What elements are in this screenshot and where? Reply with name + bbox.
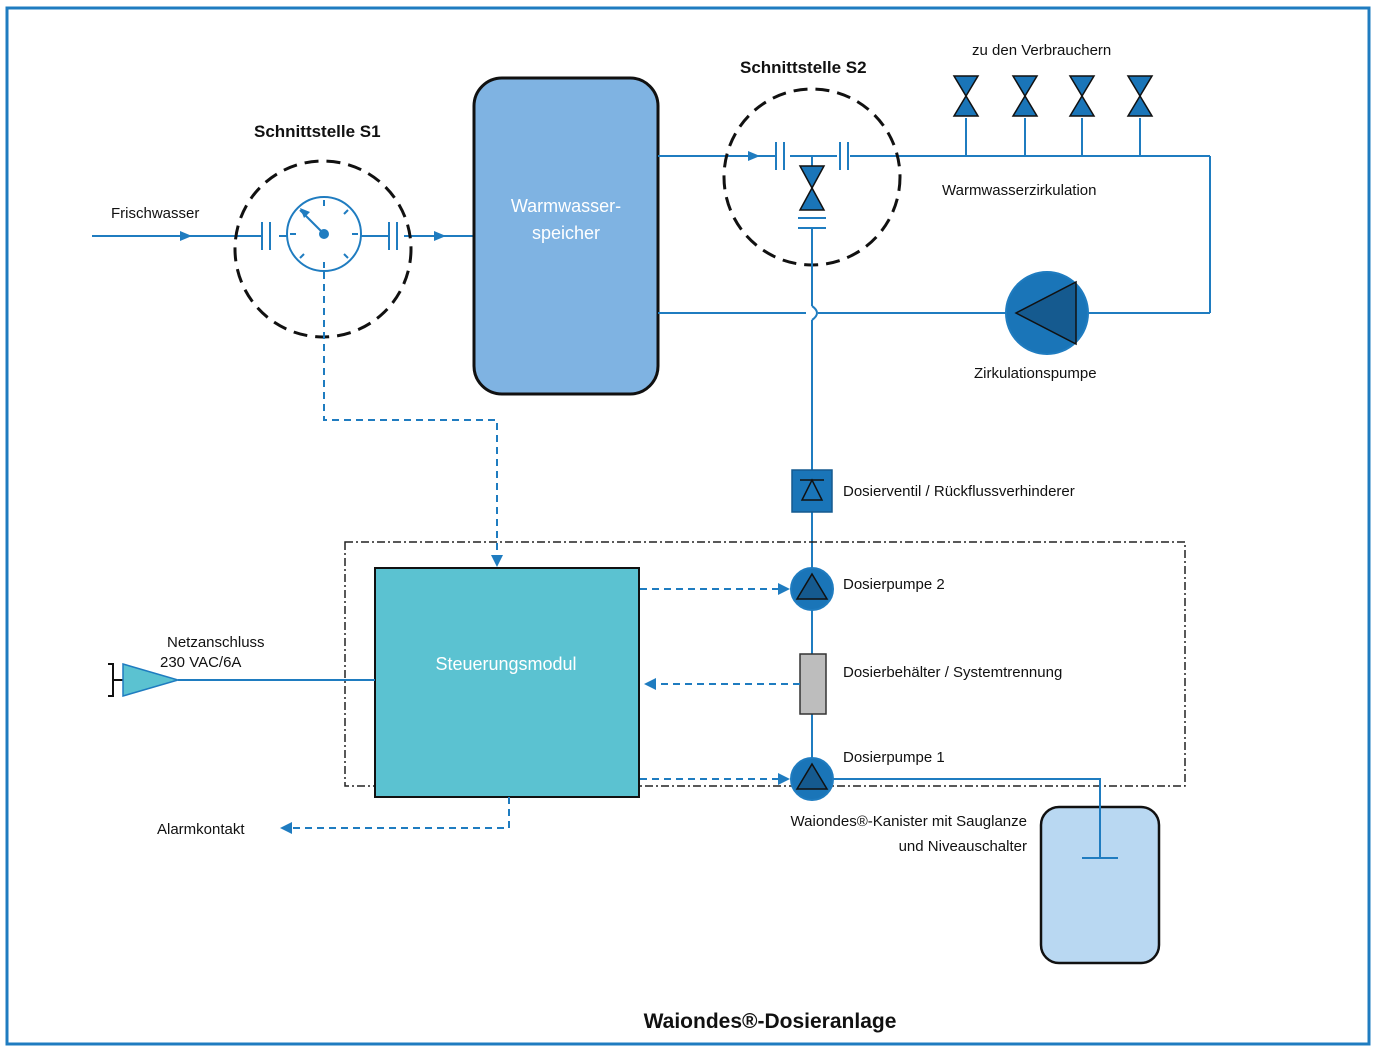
flange-icon xyxy=(775,142,849,170)
dosing-pump-1-label: Dosierpumpe 1 xyxy=(843,749,945,766)
outer-frame xyxy=(5,6,1371,1046)
consumer-valve-icon xyxy=(952,75,980,156)
power-label-line2: 230 VAC/6A xyxy=(160,654,241,671)
s1-signal-arrow-icon xyxy=(491,555,503,567)
dosing-pump-2-icon xyxy=(790,567,834,611)
signal-lines xyxy=(290,588,800,829)
fresh-water-arrow-icon xyxy=(180,231,192,241)
interface-s2-label: Schnittstelle S2 xyxy=(740,58,867,77)
control-module xyxy=(374,567,640,798)
diagram-title: Waiondes®-Dosieranlage xyxy=(644,1010,897,1033)
control-module-label: Steuerungsmodul xyxy=(435,654,576,674)
s2-valve-icon xyxy=(798,156,826,229)
consumer-valve-icon xyxy=(1126,75,1154,156)
alarm-arrow-icon xyxy=(280,822,292,834)
alarm-label: Alarmkontakt xyxy=(157,821,245,838)
hot-water-storage-tank xyxy=(472,76,660,396)
dosing-line xyxy=(811,228,818,758)
dosing-tank xyxy=(799,653,827,715)
circulation-pump-icon xyxy=(1005,271,1089,355)
circulation-label: Warmwasserzirkulation xyxy=(942,182,1096,199)
dosing-tank-label: Dosierbehälter / Systemtrennung xyxy=(843,664,1062,681)
dosing-pump-1-icon xyxy=(790,757,834,801)
dosing-system-frame xyxy=(344,541,1186,787)
water-meter-icon xyxy=(286,196,362,272)
signal-pump-1-arrow-icon xyxy=(778,773,790,785)
meter-outlet-arrow-icon xyxy=(434,231,446,241)
dosing-pump-2-label: Dosierpumpe 2 xyxy=(843,576,945,593)
signal-pump-2-arrow-icon xyxy=(778,583,790,595)
interface-s1-label: Schnittstelle S1 xyxy=(254,122,381,141)
canister-label-line2: und Niveauschalter xyxy=(899,838,1027,855)
canister-label-line1: Waiondes®-Kanister mit Sauglanze xyxy=(791,813,1027,830)
consumers-label: zu den Verbrauchern xyxy=(972,42,1111,59)
consumer-valve-icon xyxy=(1011,75,1039,156)
hot-water-arrow-icon xyxy=(748,151,760,161)
consumer-valves xyxy=(952,75,1154,156)
dosing-valve-label: Dosierventil / Rückflussverhinderer xyxy=(843,483,1075,500)
signal-tank-arrow-icon xyxy=(644,678,656,690)
power-label-line1: Netzanschluss xyxy=(167,634,265,651)
storage-label-line1: Warmwasser- xyxy=(511,196,621,216)
fresh-water-label: Frischwasser xyxy=(111,205,199,222)
circulation-pump-label: Zirkulationspumpe xyxy=(974,365,1097,382)
consumer-valve-icon xyxy=(1068,75,1096,156)
flange-icon xyxy=(261,222,398,250)
hot-water-line xyxy=(658,155,1211,314)
signal-alarm xyxy=(290,797,510,829)
power-connection-icon xyxy=(108,663,181,697)
s1-signal-line xyxy=(323,272,498,560)
storage-label-line2: speicher xyxy=(532,223,600,243)
dosing-valve-icon xyxy=(791,469,833,513)
